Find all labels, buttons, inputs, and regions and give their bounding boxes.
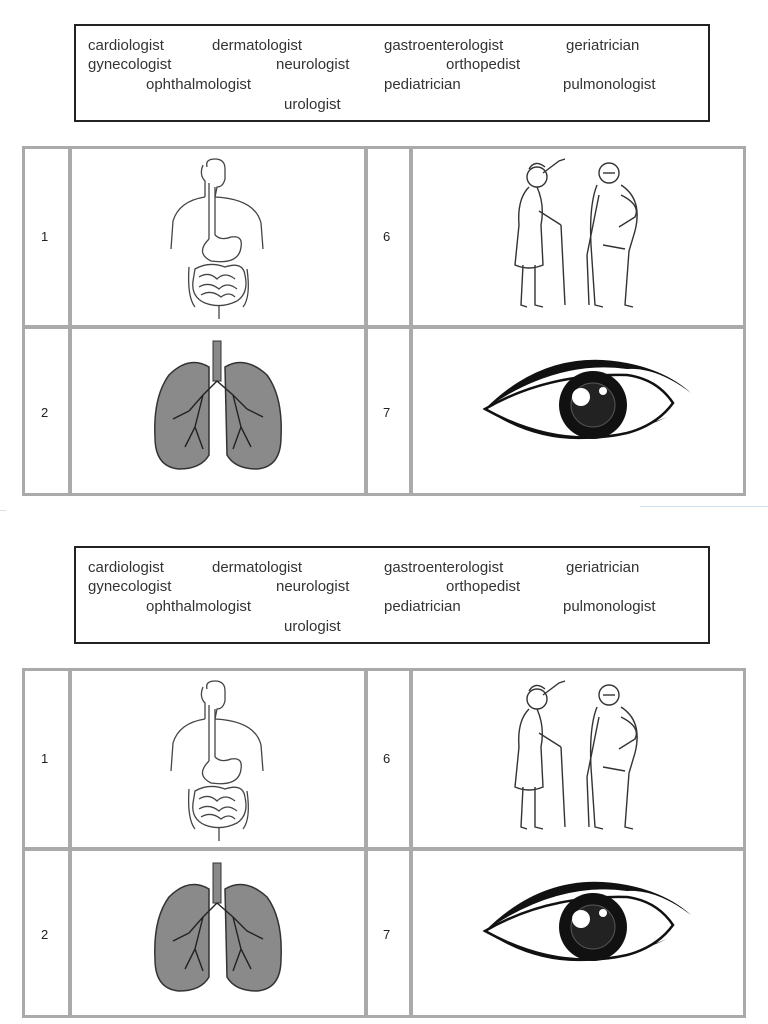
word: cardiologist: [88, 37, 164, 54]
item-number: 6: [383, 229, 391, 244]
word-bank: cardiologist dermatologist gastroenterol…: [74, 546, 710, 644]
word: pulmonologist: [563, 76, 656, 93]
digestive-system-icon: [170, 158, 264, 319]
word: gastroenterologist: [384, 559, 504, 576]
word: pediatrician: [384, 598, 461, 615]
item-number: 1: [41, 229, 49, 244]
word: urologist: [284, 96, 341, 113]
word: gynecologist: [88, 56, 172, 73]
item-number: 2: [41, 927, 49, 942]
worksheet-top: cardiologist dermatologist gastroenterol…: [0, 0, 768, 500]
word: pediatrician: [384, 76, 461, 93]
digestive-system-icon: [170, 680, 264, 841]
item-number: 1: [41, 751, 49, 766]
item-number: 2: [41, 405, 49, 420]
word: cardiologist: [88, 559, 164, 576]
word: ophthalmologist: [146, 76, 252, 93]
eye-icon: [482, 359, 691, 440]
word: pulmonologist: [563, 598, 656, 615]
item-number: 7: [383, 927, 391, 942]
word: urologist: [284, 618, 341, 635]
item-number: 6: [383, 751, 391, 766]
word: dermatologist: [212, 559, 303, 576]
elderly-couple-icon: [514, 158, 638, 308]
picture-grid: 1 2 6 7: [22, 668, 746, 1018]
word: gastroenterologist: [384, 37, 504, 54]
lungs-icon: [154, 862, 282, 992]
word: orthopedist: [446, 578, 521, 595]
word: dermatologist: [212, 37, 303, 54]
picture-grid: 1 2 6 7: [22, 146, 746, 496]
word: ophthalmologist: [146, 598, 252, 615]
eye-icon: [482, 881, 691, 962]
word: geriatrician: [566, 37, 640, 54]
word: geriatrician: [566, 559, 640, 576]
word-bank: cardiologist dermatologist gastroenterol…: [74, 24, 710, 122]
elderly-couple-icon: [514, 680, 638, 830]
word: orthopedist: [446, 56, 521, 73]
item-number: 7: [383, 405, 391, 420]
word: gynecologist: [88, 578, 172, 595]
lungs-icon: [154, 340, 282, 470]
word: neurologist: [276, 56, 350, 73]
word: neurologist: [276, 578, 350, 595]
worksheet-bottom: cardiologist dermatologist gastroenterol…: [0, 522, 768, 1022]
